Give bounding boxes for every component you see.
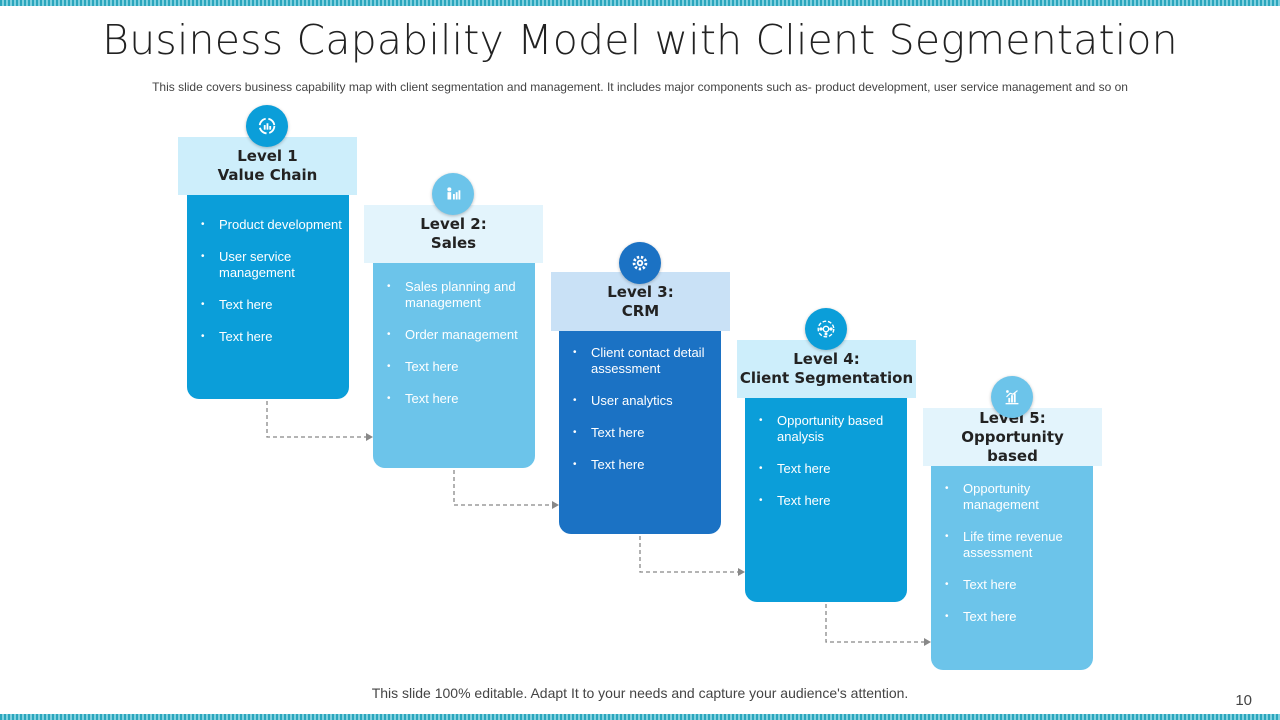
level-1-item: Text here <box>187 297 349 313</box>
level-5-item: Text here <box>931 609 1093 625</box>
level-5-title-line2: Opportunity <box>961 427 1064 446</box>
level-4-title-line1: Level 4: <box>793 350 860 368</box>
level-5-item: Life time revenue assessment <box>931 529 1093 561</box>
level-2-title-line2: Sales <box>430 234 477 252</box>
value-chain-cycle-icon <box>246 105 288 147</box>
level-1-item: Product development <box>187 217 349 233</box>
connector-2-to-3 <box>453 470 559 509</box>
bottom-decorative-band <box>0 714 1280 720</box>
level-4-body: Opportunity based analysis Text here Tex… <box>745 398 907 602</box>
top-decorative-band <box>0 0 1280 6</box>
level-1-title-line2: Value Chain <box>217 166 318 184</box>
level-2-body: Sales planning and management Order mana… <box>373 263 535 468</box>
level-3-body: Client contact detail assessment User an… <box>559 331 721 534</box>
level-3-item: Text here <box>559 425 721 441</box>
client-segmentation-icon <box>805 308 847 350</box>
level-2-item: Text here <box>373 391 535 407</box>
level-1-title-line1: Level 1 <box>237 147 298 165</box>
sales-presentation-icon <box>432 173 474 215</box>
footer-note: This slide 100% editable. Adapt It to yo… <box>371 685 909 701</box>
level-3-item: Client contact detail assessment <box>559 345 721 377</box>
level-2-item: Order management <box>373 327 535 343</box>
connector-3-to-4 <box>639 536 745 576</box>
opportunity-growth-chart-icon <box>991 376 1033 418</box>
level-3-header: Level 3: CRM <box>551 272 730 331</box>
page-number: 10 <box>1235 692 1252 709</box>
level-2-item: Sales planning and management <box>373 279 535 311</box>
level-5-item: Opportunity management <box>931 481 1093 513</box>
slide-title: Business Capability Model with Client Se… <box>102 16 1178 64</box>
level-3-title-line2: CRM <box>621 301 660 320</box>
level-1-body: Product development User service managem… <box>187 195 349 399</box>
slide-subtitle: This slide covers business capability ma… <box>152 80 1128 94</box>
level-4-item: Text here <box>745 461 907 477</box>
level-1-item: Text here <box>187 329 349 345</box>
level-5-item: Text here <box>931 577 1093 593</box>
crm-gear-people-icon <box>619 242 661 284</box>
level-4-title-line2: Client Segmentation <box>739 369 914 387</box>
level-3-item: User analytics <box>559 393 721 409</box>
level-5-body: Opportunity management Life time revenue… <box>931 466 1093 670</box>
level-3-item: Text here <box>559 457 721 473</box>
level-2-item: Text here <box>373 359 535 375</box>
connector-4-to-5 <box>825 604 931 646</box>
level-1-item: User service management <box>187 249 349 281</box>
level-4-item: Opportunity based analysis <box>745 413 907 445</box>
level-2-title-line1: Level 2: <box>420 215 487 233</box>
connector-1-to-2 <box>266 401 373 441</box>
level-3-title-line1: Level 3: <box>607 282 674 301</box>
level-4-item: Text here <box>745 493 907 509</box>
level-5-title-line3: based <box>987 446 1038 465</box>
